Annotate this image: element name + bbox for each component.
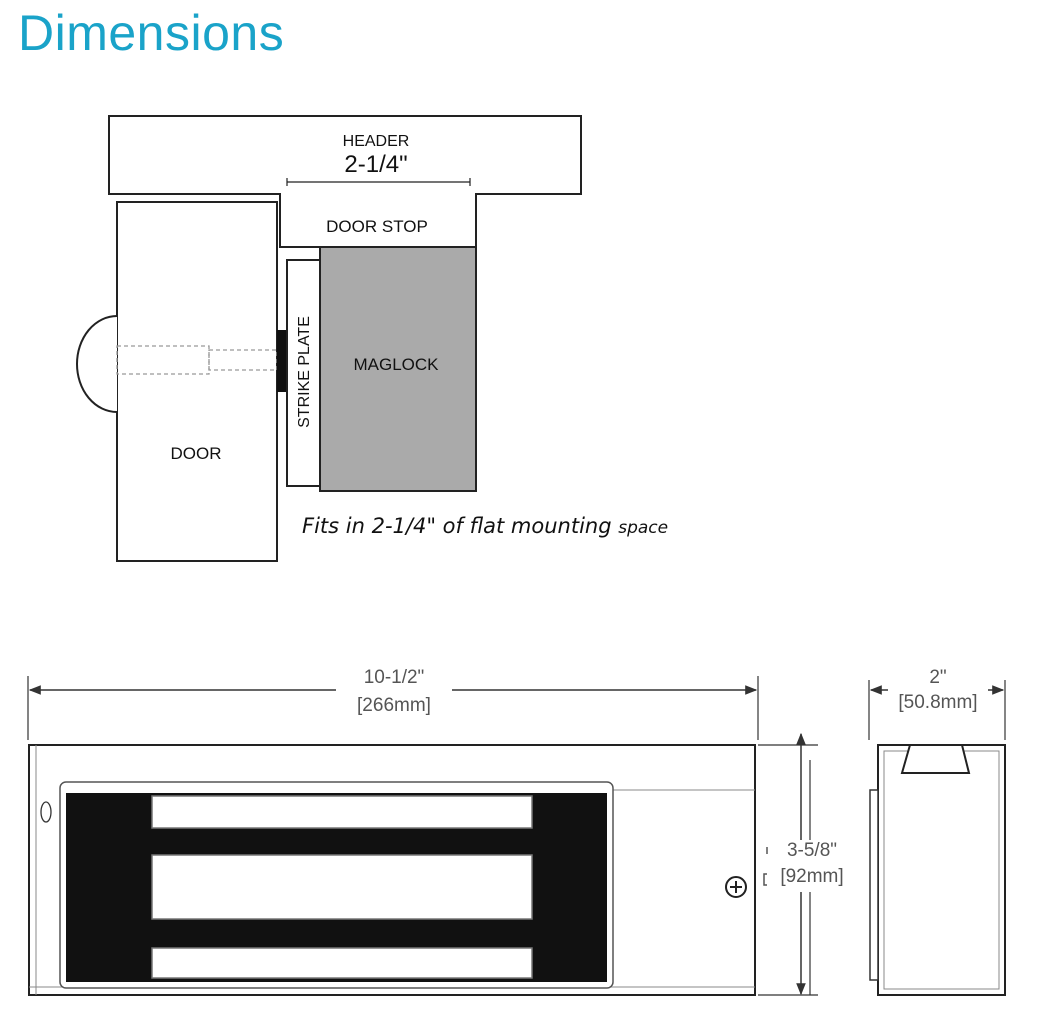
strike-plate-label: STRIKE PLATE: [296, 316, 313, 428]
height-inches: 3-5/8": [787, 840, 837, 861]
maglock: [319, 246, 477, 492]
side-mount-tab: [869, 789, 879, 981]
header-label: HEADER: [343, 133, 410, 150]
door-stop-label: DOOR STOP: [326, 217, 428, 236]
mounting-diagram: HEADER 2-1/4" DOOR STOP DOOR STRIKE PLAT…: [76, 115, 668, 562]
maglock-label: MAGLOCK: [353, 355, 439, 374]
status-led: [40, 801, 52, 823]
front-view: 10-1/2" [266mm] 3-5/8" [92mm]: [27, 667, 844, 996]
header-dimension: 2-1/4": [344, 151, 407, 178]
caption-end: space: [618, 518, 668, 538]
side-view: 2" [50.8mm]: [868, 667, 1006, 996]
side-mount-bracket: [900, 744, 971, 774]
side-body: [877, 744, 1006, 996]
caption-main: Fits in 2-1/4" of flat mounting: [302, 514, 618, 538]
mounting-bolt: [116, 345, 210, 375]
height-mm: [92mm]: [780, 866, 843, 887]
door-handle: [76, 315, 118, 413]
page-title: Dimensions: [18, 5, 285, 61]
depth-inches: 2": [929, 667, 946, 688]
depth-mm: [50.8mm]: [898, 692, 977, 713]
magnet-slot-bottom: [151, 947, 533, 979]
strike-washer: [277, 330, 287, 392]
magnet-slot-top: [151, 795, 533, 829]
magnet-slot-middle: [151, 854, 533, 920]
door: [116, 201, 278, 562]
door-label: DOOR: [171, 444, 222, 463]
width-inches: 10-1/2": [364, 667, 425, 688]
mounting-caption: Fits in 2-1/4" of flat mounting space: [302, 514, 668, 538]
screw-icon: [725, 876, 747, 898]
width-mm: [266mm]: [357, 695, 431, 716]
